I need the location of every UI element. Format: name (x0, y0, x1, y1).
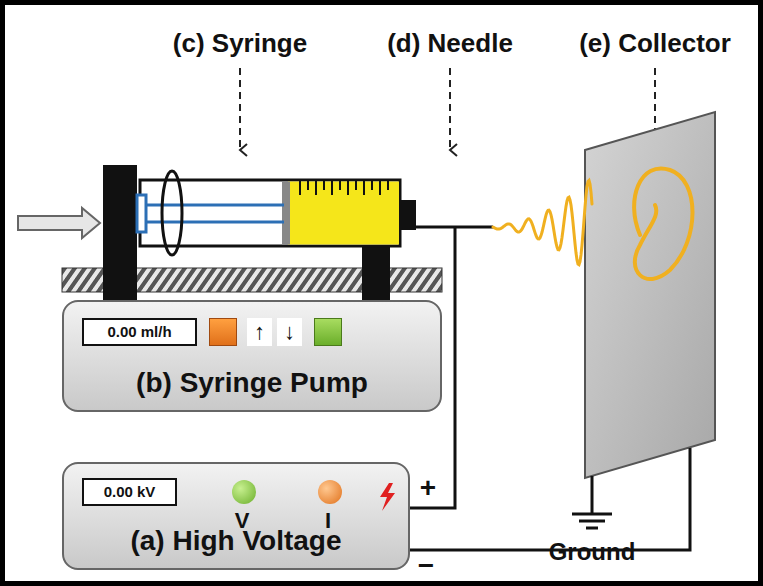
voltage-display: 0.00 kV (82, 478, 177, 506)
button-arrow: ↓ (284, 319, 295, 345)
pointer-line (449, 68, 451, 150)
ground-symbol (579, 520, 605, 523)
holder-block (362, 240, 390, 302)
fiber-deposit (634, 168, 692, 279)
frame (3, 3, 761, 584)
ground-label: Ground (549, 538, 636, 567)
panel-title: (b) Syringe Pump (136, 366, 368, 400)
polarity-sign: − (418, 549, 434, 583)
pump-panel: (b) Syringe Pump 0.00 ml/h ↑ ↓ (62, 300, 442, 412)
down-button: ↓ (277, 318, 302, 346)
rate-display: 0.00 ml/h (82, 318, 197, 346)
part-label: (c) Syringe (173, 28, 307, 59)
graduation-ticks (300, 181, 388, 195)
ground-symbol (586, 527, 598, 530)
pusher-block (103, 165, 137, 302)
syringe-flange (162, 171, 182, 255)
lightning-symbol (376, 482, 398, 512)
syringe-tip (400, 200, 416, 230)
voltage-lamp (232, 480, 256, 504)
plunger-stopper (282, 182, 290, 245)
ground-wire (591, 476, 594, 514)
plunger-rod (137, 204, 284, 207)
display-readout: 0.00 kV (104, 483, 156, 501)
pointer-line (239, 68, 241, 150)
part-label: (e) Collector (579, 28, 731, 59)
lamp-label: I (325, 508, 331, 534)
part-label: (d) Needle (387, 28, 513, 59)
display-readout: 0.00 ml/h (107, 323, 171, 341)
ground-symbol (572, 513, 612, 516)
plunger-head (137, 195, 146, 232)
current-lamp (318, 480, 342, 504)
push-arrow (18, 208, 100, 238)
up-button: ↑ (247, 318, 272, 346)
polarity-sign: + (420, 471, 436, 505)
negative-wire (410, 448, 690, 550)
polymer-jet (493, 180, 592, 264)
lamp-label: V (235, 508, 250, 534)
orange-button (209, 318, 237, 346)
plunger-rod (137, 221, 284, 224)
button-arrow: ↑ (254, 319, 265, 345)
green-button (314, 318, 342, 346)
collector-plate (585, 112, 715, 478)
solution (288, 182, 399, 245)
